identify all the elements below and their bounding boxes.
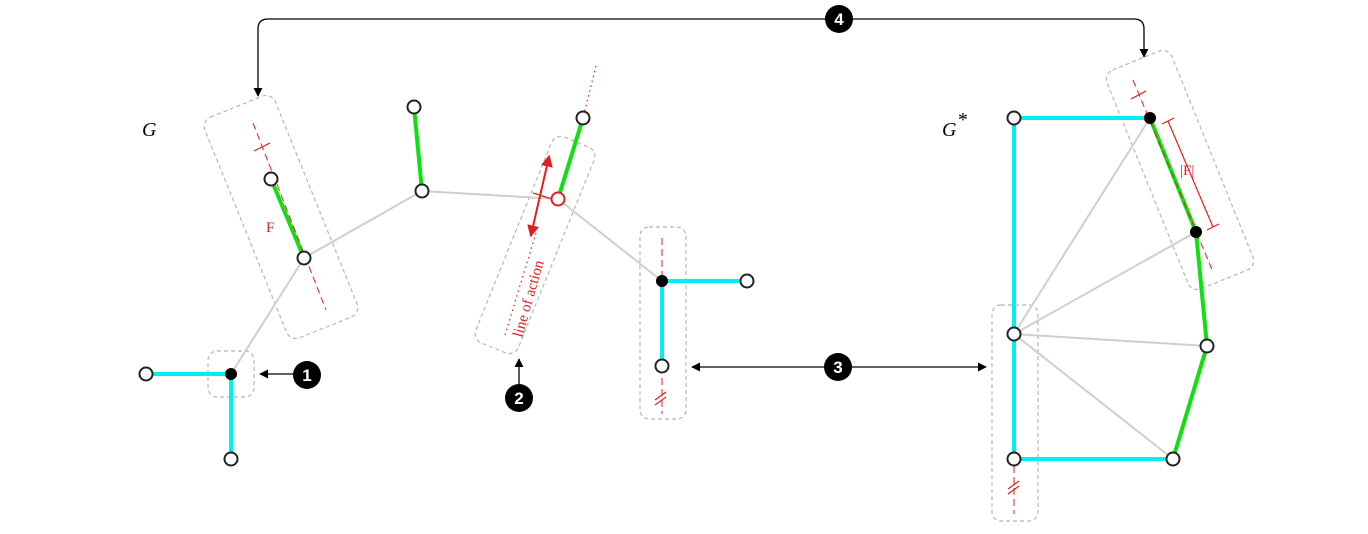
step4-callout: 4	[825, 5, 853, 33]
step-badge	[505, 384, 533, 412]
step3-callout: 3	[691, 353, 987, 381]
svg-text:G: G	[942, 119, 957, 141]
fixed-node	[1144, 112, 1156, 124]
svg-text:*: *	[957, 109, 967, 131]
force-magnitude-label: |F|	[1180, 163, 1194, 179]
open-node	[138, 366, 154, 382]
open-node	[1165, 451, 1181, 467]
grey-edge	[303, 190, 423, 259]
step-badge	[293, 361, 321, 389]
open-node	[1006, 451, 1022, 467]
open-node	[223, 451, 239, 467]
line-of-action-label: line of action	[510, 258, 547, 339]
open-node	[296, 250, 312, 266]
open-node	[414, 183, 430, 199]
green-edge	[1171, 345, 1209, 460]
line-of-action-box	[474, 135, 596, 355]
equal-length-annotation	[654, 238, 667, 414]
green-edge	[1194, 231, 1209, 347]
grey-edge	[557, 198, 663, 282]
open-node	[1006, 326, 1022, 342]
open-node	[406, 99, 422, 115]
grey-edge	[230, 257, 305, 375]
graph-left-label: G	[142, 119, 157, 141]
step-badge-number: 2	[514, 389, 523, 408]
step2-callout: 2	[505, 358, 533, 412]
grey-edge	[1013, 117, 1151, 335]
equal-length-annotation-right	[1007, 466, 1020, 514]
step-badge	[825, 5, 853, 33]
fixed-node	[225, 368, 237, 380]
force-magnitude-annotation: |F|	[1130, 79, 1220, 273]
force-label: F	[266, 220, 274, 236]
line-of-action-annotation: line of action	[504, 65, 597, 339]
open-node	[575, 110, 591, 126]
grey-edge	[1013, 231, 1197, 335]
step4-connector	[253, 18, 1149, 97]
open-node	[654, 358, 670, 374]
force-annotation: F	[252, 122, 327, 311]
force-group-box	[203, 94, 359, 340]
open-node	[739, 273, 755, 289]
equal-length-box	[639, 226, 687, 420]
open-node	[263, 171, 279, 187]
green-edge	[269, 178, 306, 259]
force-magnitude-box	[1105, 49, 1255, 291]
step1-callout: 1	[259, 361, 321, 389]
step-badge	[824, 353, 852, 381]
fixed-node	[1190, 226, 1202, 238]
step-badge-number: 4	[834, 10, 844, 29]
step-badge-number: 1	[302, 366, 311, 385]
fixed-node	[656, 275, 668, 287]
green-edge	[412, 106, 424, 192]
grey-edge	[1013, 333, 1208, 347]
grey-edge	[1013, 333, 1174, 460]
open-node	[1199, 338, 1215, 354]
green-edge	[556, 117, 585, 200]
open-node	[1006, 110, 1022, 126]
step-badge-number: 3	[833, 358, 842, 377]
highlighted-node	[550, 191, 566, 207]
graph-right-label: G *	[942, 109, 967, 141]
